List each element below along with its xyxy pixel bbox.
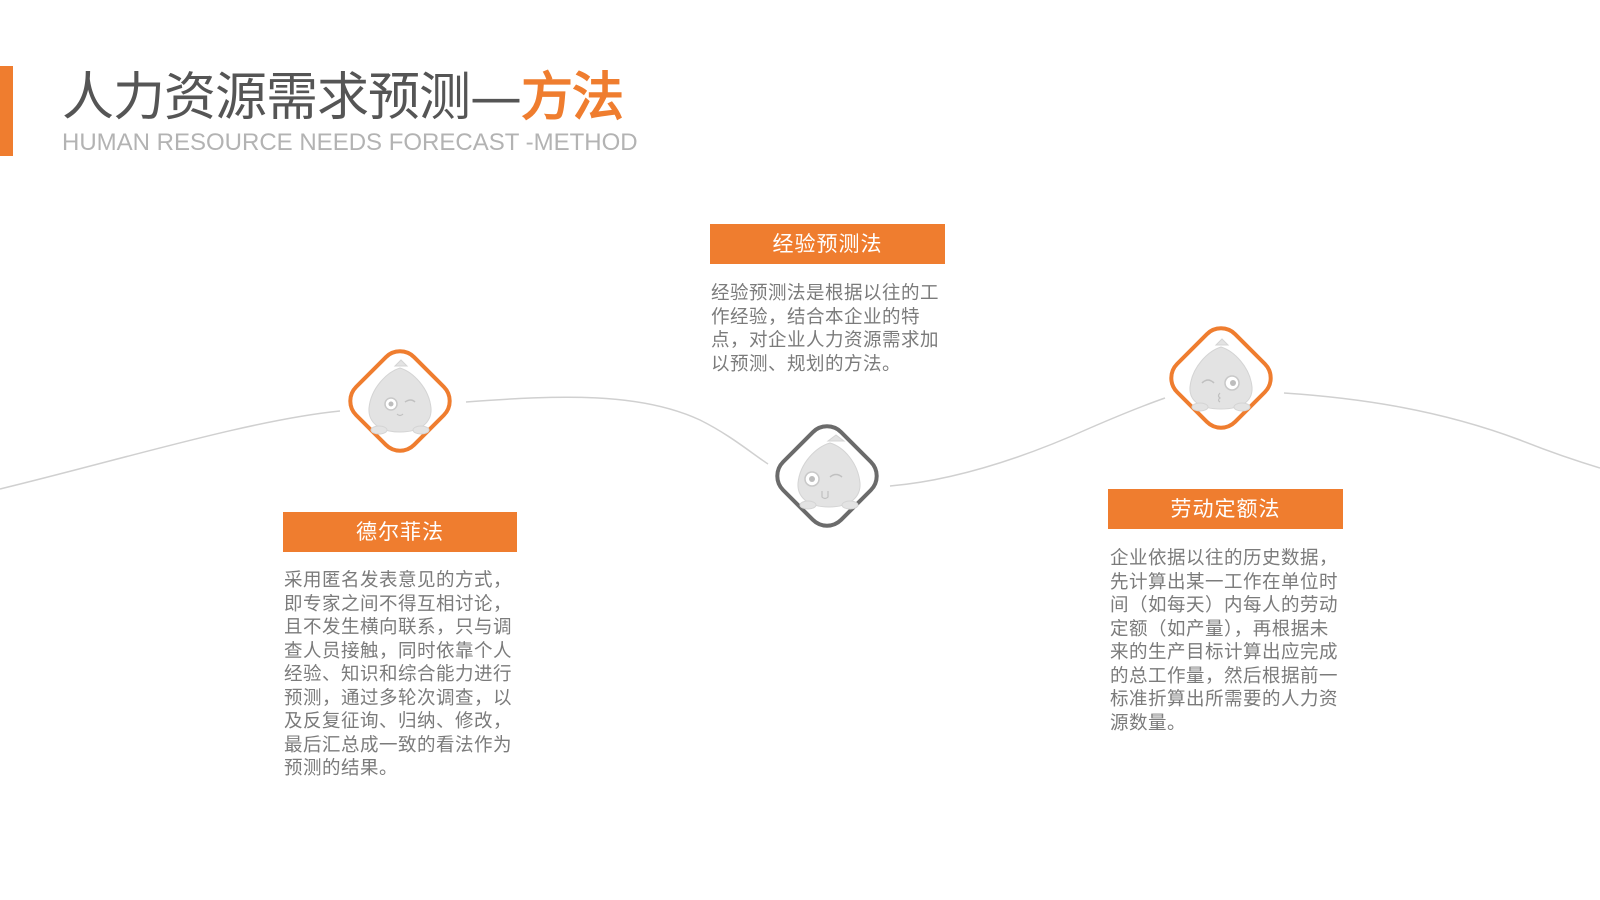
page-title: 人力资源需求预测—方法 [62,66,638,130]
method-label-labor-quota: 劳动定额法 [1108,489,1343,529]
page-subtitle: HUMAN RESOURCE NEEDS FORECAST -METHOD [62,129,638,156]
mascot-kiss-icon [1169,326,1273,430]
method-description-experience: 经验预测法是根据以往的工作经验，结合本企业的特点，对企业人力资源需求加以预测、规… [711,283,940,375]
title-highlight: 方法 [521,68,624,128]
method-description-delphi: 采用匿名发表意见的方式，即专家之间不得互相讨论，且不发生横向联系，只与调查人员接… [284,570,513,779]
method-label-delphi: 德尔菲法 [283,512,517,552]
mascot-tongue-icon [775,424,879,528]
header: 人力资源需求预测—方法 HUMAN RESOURCE NEEDS FORECAS… [62,66,638,156]
accent-bar [0,66,13,156]
method-label-experience: 经验预测法 [710,224,945,264]
method-node-labor-quota[interactable] [1156,313,1286,443]
method-node-experience[interactable] [762,411,892,541]
method-node-delphi[interactable] [335,336,465,466]
method-description-labor-quota: 企业依据以往的历史数据，先计算出某一工作在单位时间（如每天）内每人的劳动定额（如… [1110,548,1339,734]
title-main: 人力资源需求预测— [62,68,522,128]
mascot-wink-icon [348,349,452,453]
